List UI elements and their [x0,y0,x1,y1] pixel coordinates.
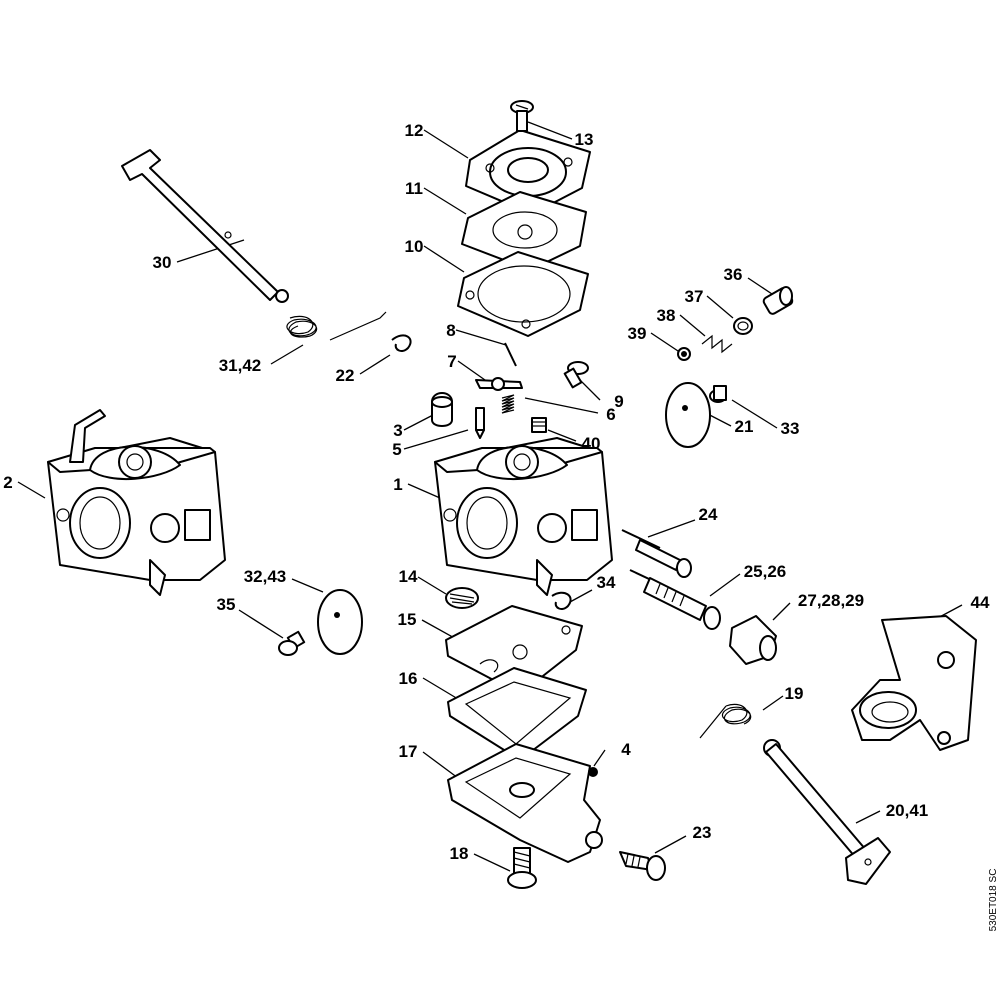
label-40: 40 [582,434,601,453]
label-13: 13 [575,130,594,149]
part-38-spring [701,334,733,354]
label-38: 38 [657,306,676,325]
label-44: 44 [971,593,990,612]
label-31-42: 31,42 [219,356,262,375]
label-22: 22 [336,366,355,385]
label-20-41: 20,41 [886,801,929,820]
part-35-screw [278,630,306,656]
label-32-43: 32,43 [244,567,287,586]
label-34: 34 [597,573,616,592]
label-37: 37 [685,287,704,306]
label-8: 8 [446,321,455,340]
part-33-screw [709,385,727,403]
label-1: 1 [393,475,402,494]
part-9-screw [563,361,589,389]
part-30-choke-shaft [121,149,289,303]
drawing-code: 530ET018 SC [988,869,999,932]
label-5: 5 [392,440,401,459]
part-1-carburetor-body [434,437,613,596]
part-4-ball [588,767,598,777]
label-12: 12 [405,121,424,140]
label-11: 11 [405,179,423,198]
part-5-inlet-needle [475,407,485,439]
part-2-carburetor-body [47,409,226,596]
label-7: 7 [447,352,456,371]
part-21-throttle-plate [665,382,711,448]
label-14: 14 [399,567,418,586]
label-2: 2 [3,473,12,492]
part-44-bracket [851,615,977,751]
part-18-screw [507,847,537,889]
label-24: 24 [699,505,718,524]
part-24-adjusting-screw [621,529,692,578]
part-22-clip [391,334,412,352]
label-16: 16 [399,669,418,688]
label-6: 6 [606,405,615,424]
label-36: 36 [724,265,743,284]
part-6-spring [501,394,515,414]
part-8-pin [504,342,517,367]
part-7-inlet-lever [475,377,523,391]
part-40-plug [531,417,547,433]
label-25-26: 25,26 [744,562,787,581]
part-12-pump-cover [465,129,591,215]
label-10: 10 [405,237,424,256]
label-27-28-29: 27,28,29 [798,591,864,610]
part-32-43-throttle-plate [317,589,363,655]
label-33: 33 [781,419,800,438]
label-18: 18 [450,844,469,863]
label-30: 30 [153,253,172,272]
label-35: 35 [217,595,236,614]
part-23-adjusting-screw [619,851,666,881]
label-3: 3 [393,421,402,440]
part-13-screw [510,100,534,132]
part-14-strainer [445,587,479,609]
label-15: 15 [398,610,417,629]
label-19: 19 [785,684,804,703]
part-15-diaphragm [445,605,583,695]
label-4: 4 [621,740,631,759]
part-19-torsion-spring [699,703,752,739]
label-23: 23 [693,823,712,842]
part-3-plug [431,392,453,427]
part-10-gasket [457,251,589,337]
part-16-gasket [447,667,587,761]
part-27-28-29-limiter-cap [729,615,777,665]
label-21: 21 [735,417,754,436]
part-25-26-adjusting-screw [629,569,721,630]
part-11-pump-diaphragm [461,191,587,271]
part-37-o-ring [733,317,753,335]
label-39: 39 [628,324,647,343]
label-9: 9 [614,392,623,411]
part-17-metering-cover [447,743,603,863]
callout-labels: 2 1 3 4 5 6 7 8 9 10 11 12 13 14 15 16 1… [3,121,990,863]
part-39-screen [677,347,691,361]
part-36-sleeve [762,286,794,315]
part-31-42-torsion-spring [286,311,387,341]
part-34-clip [551,591,572,610]
part-20-41-throttle-shaft [763,739,891,885]
label-17: 17 [399,742,418,761]
